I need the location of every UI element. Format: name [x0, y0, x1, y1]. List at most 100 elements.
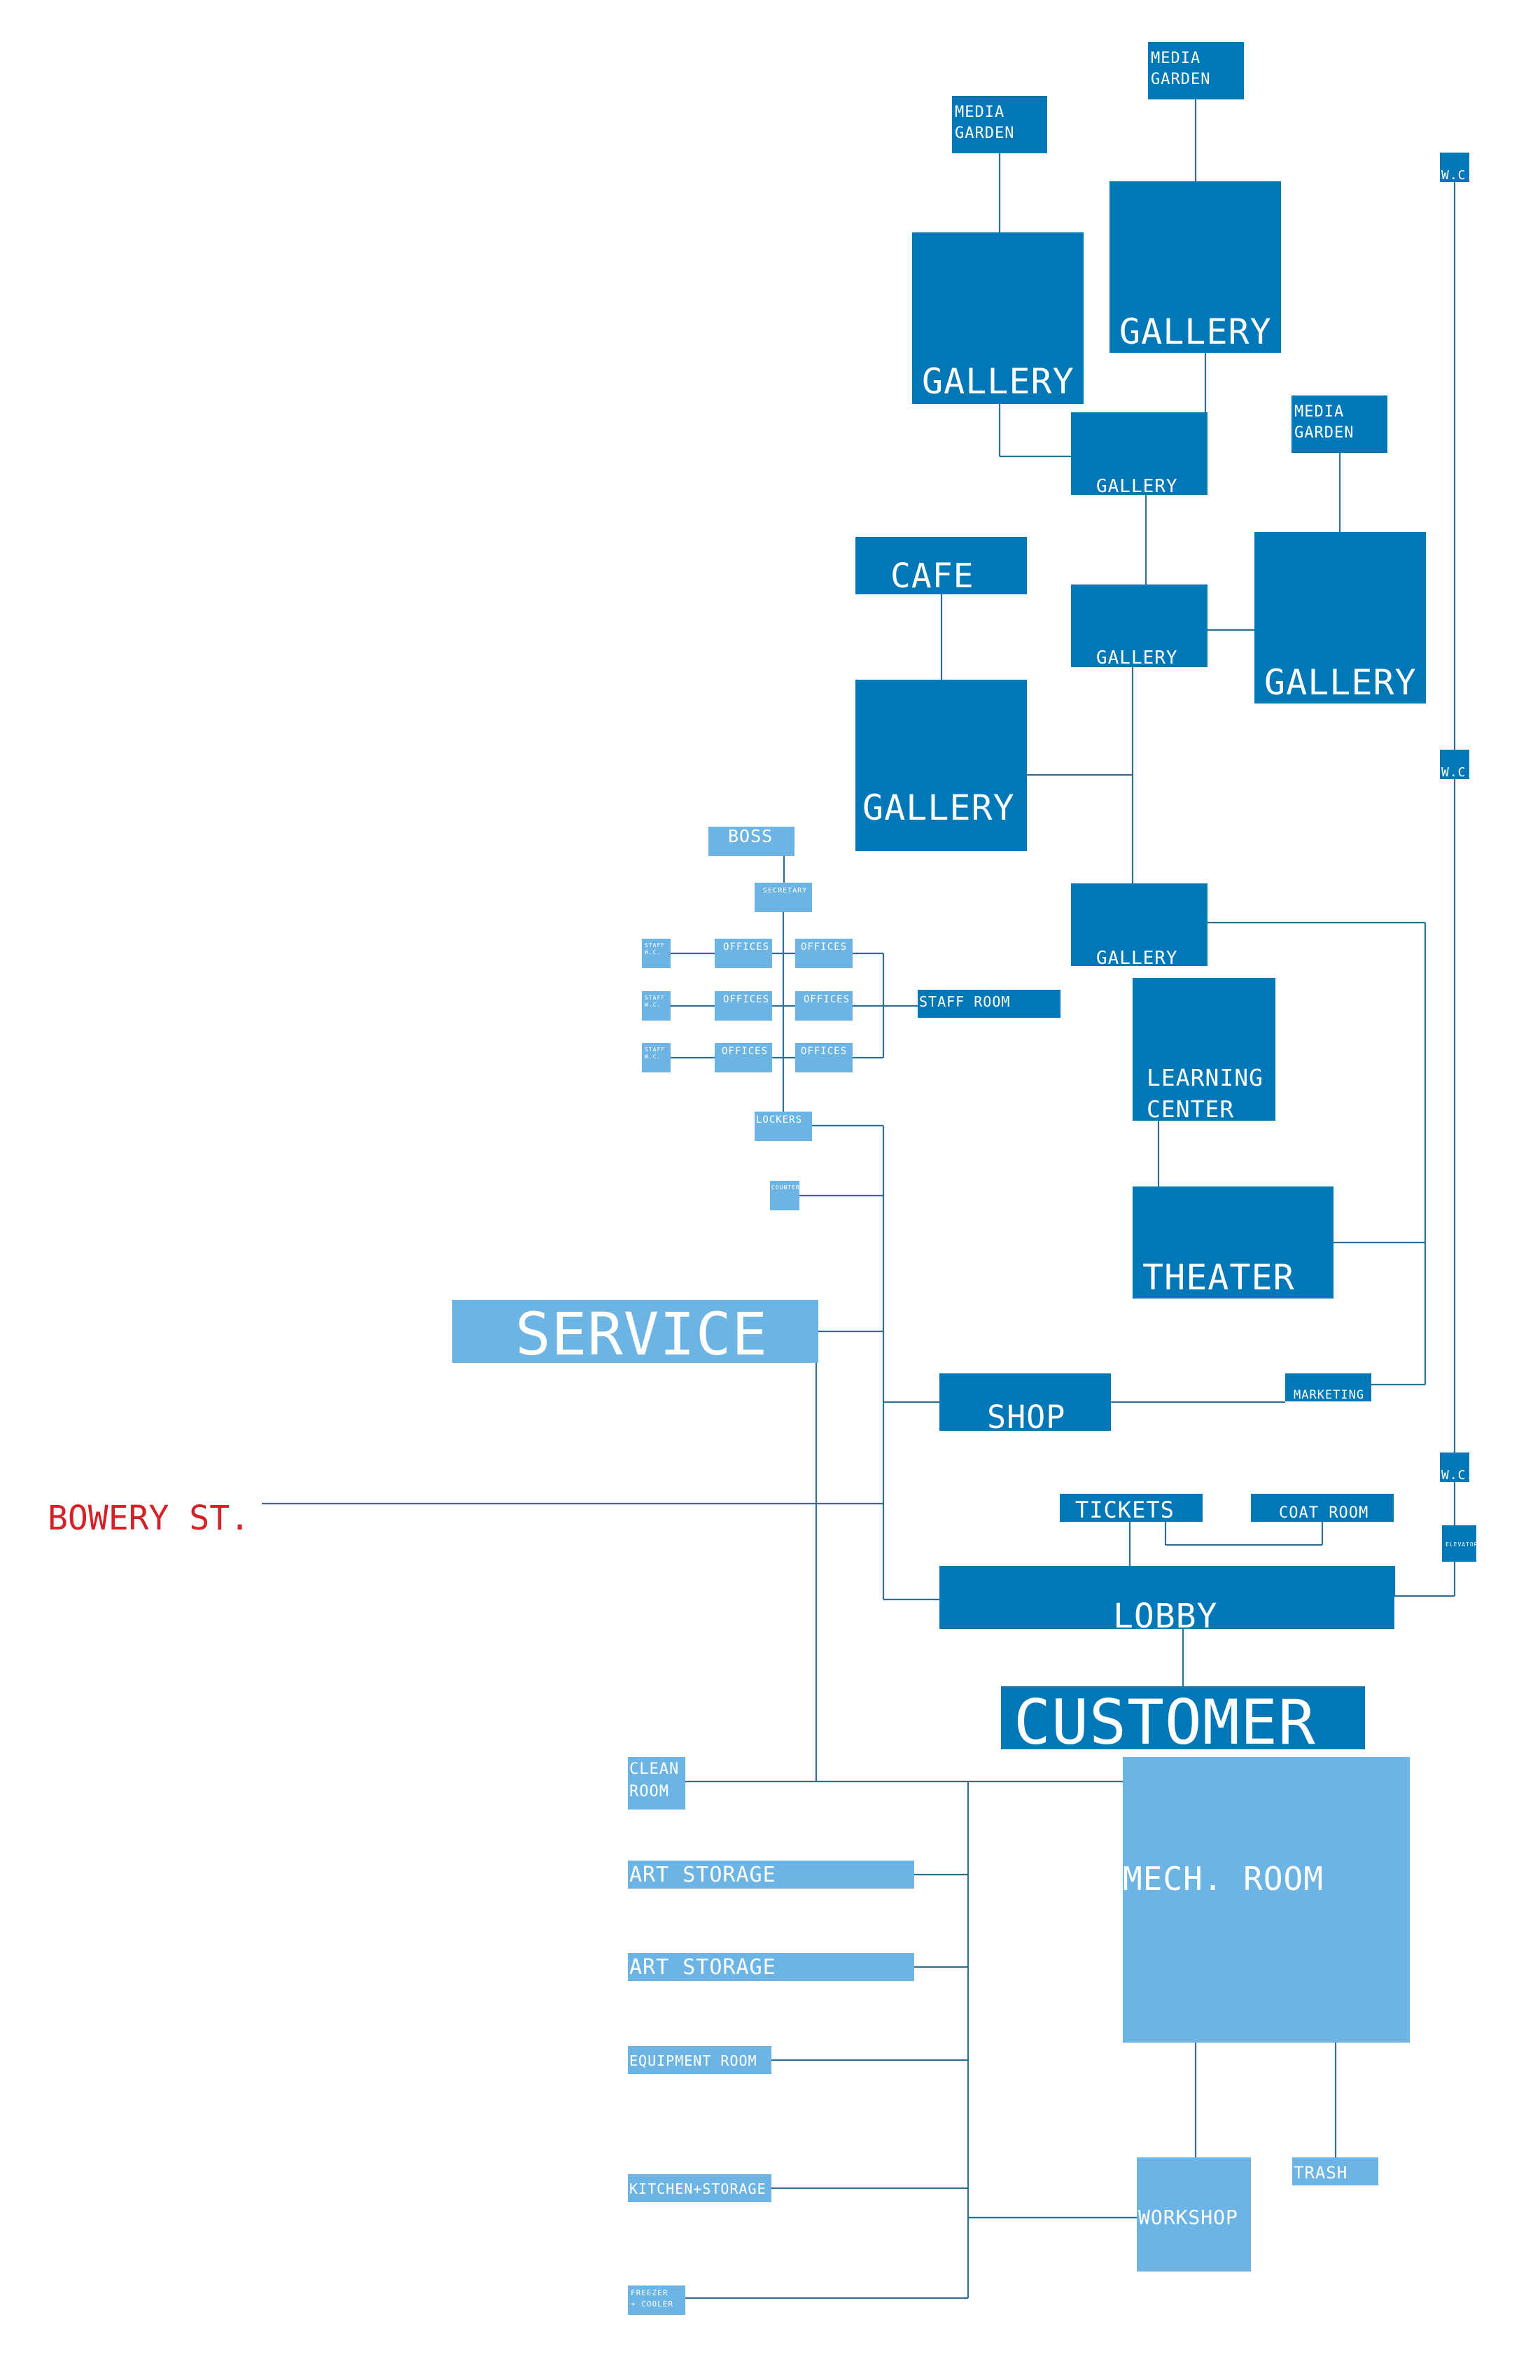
room-box: [708, 827, 794, 856]
room-label: MEDIA: [1294, 403, 1344, 421]
room-label: OFFICES: [804, 994, 850, 1005]
room-label: LOCKERS: [756, 1114, 802, 1126]
room-label: GALLERY: [1096, 948, 1178, 969]
room-label: GALLERY: [862, 788, 1015, 828]
room-box: [1292, 396, 1387, 453]
room-box: [1110, 181, 1281, 353]
room-label: OFFICES: [723, 941, 769, 953]
room-media-garden-2: MEDIA GARDEN: [1148, 42, 1244, 99]
room-box: [1133, 978, 1275, 1121]
room-theater: THEATER: [1133, 1186, 1334, 1298]
room-label: CENTER: [1147, 1096, 1234, 1123]
room-box: [855, 680, 1027, 851]
room-label: W.C.: [1441, 168, 1474, 183]
room-label: + COOLER: [631, 2300, 673, 2309]
room-label: ART STORAGE: [629, 1863, 776, 1887]
room-label: OFFICES: [723, 994, 769, 1005]
room-box: [918, 990, 1060, 1018]
room-box: [1123, 1757, 1410, 2043]
room-label: COAT ROOM: [1279, 1504, 1368, 1522]
room-kitchen-storage: KITCHEN+STORAGE: [628, 2174, 771, 2202]
room-box: [1254, 532, 1426, 704]
room-label: GARDEN: [1294, 424, 1354, 442]
room-marketing: MARKETING: [1285, 1373, 1371, 1402]
room-label: MEDIA: [955, 104, 1004, 121]
room-box: [715, 1043, 772, 1072]
room-counter: COUNTER: [770, 1181, 800, 1210]
room-box: [1292, 2157, 1378, 2185]
room-box: [628, 2046, 771, 2074]
room-box: [642, 1043, 671, 1072]
room-box: [795, 1043, 853, 1072]
room-label: MEDIA: [1151, 50, 1200, 67]
room-offices-3a: OFFICES: [715, 1043, 772, 1072]
room-label: SERVICE: [515, 1300, 768, 1368]
room-label: COUNTER: [771, 1184, 800, 1191]
room-label: CLEAN: [629, 1760, 679, 1778]
room-secretary: SECRETARY: [755, 883, 812, 912]
room-box: [755, 1112, 812, 1141]
room-label: THEATER: [1142, 1257, 1295, 1298]
room-workshop: WORKSHOP: [1137, 2157, 1251, 2272]
room-shop: SHOP: [939, 1373, 1111, 1436]
room-box: [952, 96, 1047, 153]
room-box: [939, 1373, 1111, 1431]
room-lockers: LOCKERS: [755, 1112, 812, 1141]
room-gallery-mid-2: GALLERY: [1071, 584, 1208, 668]
room-box: [628, 1953, 914, 1981]
connector-lines: [262, 99, 1456, 2300]
room-label: ELEVATOR: [1446, 1541, 1478, 1548]
room-boss: BOSS: [708, 826, 794, 856]
room-gallery-top-right: GALLERY: [1110, 181, 1281, 353]
room-box: [1071, 883, 1208, 966]
room-label: STAFF: [645, 942, 665, 948]
room-customer: CUSTOMER: [1001, 1686, 1365, 1758]
room-box: [1148, 42, 1244, 99]
room-gallery-right: GALLERY: [1254, 532, 1426, 704]
room-label: MARKETING: [1294, 1388, 1364, 1402]
room-box: [1071, 584, 1208, 667]
room-box: [1060, 1494, 1203, 1522]
room-box: [452, 1300, 818, 1363]
room-label: STAFF ROOM: [919, 993, 1010, 1010]
room-offices-2b: OFFICES: [795, 991, 853, 1021]
room-box: [715, 991, 772, 1021]
room-box: [1440, 1452, 1469, 1482]
room-box: [1137, 2157, 1251, 2272]
room-offices-1b: OFFICES: [795, 939, 853, 968]
room-box: [628, 1861, 914, 1889]
room-label: CUSTOMER: [1014, 1686, 1316, 1758]
room-label: KITCHEN+STORAGE: [629, 2180, 766, 2197]
room-art-storage-1: ART STORAGE: [628, 1861, 914, 1889]
room-offices-3b: OFFICES: [795, 1043, 853, 1072]
room-cafe: CAFE: [855, 537, 1027, 596]
room-label: TRASH: [1294, 2163, 1348, 2183]
room-offices-2a: OFFICES: [715, 991, 772, 1021]
room-box: [855, 537, 1027, 594]
room-box: [770, 1181, 799, 1210]
room-gallery-top-left: GALLERY: [912, 232, 1084, 404]
room-box: [628, 2174, 771, 2202]
room-box: [1440, 153, 1469, 182]
room-box: [1133, 1186, 1334, 1298]
room-label: W.C.: [645, 1002, 661, 1008]
room-box: [1440, 750, 1469, 779]
room-label: STAFF: [645, 995, 665, 1001]
room-box: [715, 939, 772, 968]
room-box: [628, 1757, 685, 1809]
room-box: [755, 883, 812, 912]
room-label: LOBBY: [1113, 1597, 1218, 1636]
room-label: GARDEN: [1151, 71, 1210, 88]
room-label: BOSS: [728, 826, 773, 846]
room-elevator: ELEVATOR: [1442, 1525, 1478, 1562]
room-box: [1001, 1686, 1365, 1749]
room-mech-room: MECH. ROOM: [1123, 1757, 1410, 2043]
room-label: GALLERY: [1119, 312, 1272, 352]
room-box: [1442, 1525, 1476, 1562]
room-lobby: LOBBY: [939, 1566, 1394, 1636]
room-box: [939, 1566, 1394, 1629]
